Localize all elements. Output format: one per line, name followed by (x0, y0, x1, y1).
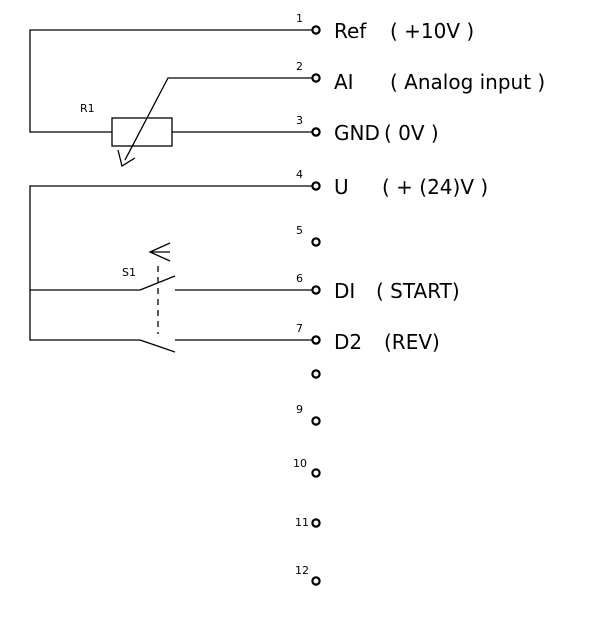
terminal-11: 11 (295, 516, 321, 529)
terminal-1-number: 1 (296, 12, 303, 25)
terminal-11-pin (311, 518, 321, 528)
terminal-5-pin (311, 237, 321, 247)
terminal-3-number: 3 (296, 114, 303, 127)
potentiometer-circuit: R1 (29, 29, 312, 168)
terminal-4-number: 4 (296, 168, 303, 181)
terminal-2-desc: ( Analog input ) (390, 70, 545, 94)
u-supply-wire (29, 185, 312, 341)
terminal-2-label: AI (334, 70, 354, 94)
terminal-2: 2 AI ( Analog input ) (296, 60, 545, 94)
terminal-2-number: 2 (296, 60, 303, 73)
s1-actuator-icon (148, 242, 171, 262)
terminal-3: 3 GND ( 0V ) (296, 114, 439, 145)
terminal-3-desc: ( 0V ) (384, 121, 439, 145)
terminal-4-desc: ( + (24)V ) (382, 175, 488, 199)
analog-wiper-wire (124, 77, 312, 161)
s1-label: S1 (122, 266, 136, 279)
terminal-9-number: 9 (296, 403, 303, 416)
terminal-4-label: U (334, 175, 349, 199)
terminal-8 (311, 369, 321, 379)
ref-wire (29, 29, 312, 133)
terminal-10: 10 (293, 457, 321, 478)
terminal-6-pin (311, 285, 321, 295)
terminal-3-pin (311, 127, 321, 137)
terminal-7-number: 7 (296, 322, 303, 335)
terminal-11-number: 11 (295, 516, 309, 529)
terminal-7-desc: (REV) (384, 330, 440, 354)
terminal-6-number: 6 (296, 272, 303, 285)
terminal-5: 5 (296, 224, 321, 247)
s1-contact-rev (139, 339, 176, 353)
terminal-6-label: DI (334, 279, 355, 303)
terminal-10-number: 10 (293, 457, 307, 470)
wiper-arrow-icon (117, 149, 136, 168)
terminal-6-desc: ( START) (376, 279, 460, 303)
terminal-1-desc: ( +10V ) (390, 19, 474, 43)
terminal-strip: 1 Ref ( +10V ) 2 AI ( Analog input ) 3 G… (293, 12, 545, 586)
terminal-12: 12 (295, 564, 321, 586)
terminal-4: 4 U ( + (24)V ) (296, 168, 488, 199)
terminal-4-pin (311, 181, 321, 191)
terminal-5-number: 5 (296, 224, 303, 237)
terminal-1: 1 Ref ( +10V ) (296, 12, 474, 43)
switch-circuit: S1 (29, 185, 312, 353)
terminal-6: 6 DI ( START) (296, 272, 460, 303)
resistor-r1-body (111, 117, 173, 147)
terminal-12-pin (311, 576, 321, 586)
terminal-2-pin (311, 73, 321, 83)
terminal-12-number: 12 (295, 564, 309, 577)
terminal-7-label: D2 (334, 330, 362, 354)
r1-label: R1 (80, 102, 95, 115)
terminal-7-pin (311, 335, 321, 345)
terminal-7: 7 D2 (REV) (296, 322, 440, 354)
terminal-8-pin (311, 369, 321, 379)
terminal-1-label: Ref (334, 19, 367, 43)
terminal-3-label: GND (334, 121, 380, 145)
terminal-10-pin (311, 468, 321, 478)
terminal-9: 9 (296, 403, 321, 426)
terminal-1-pin (311, 25, 321, 35)
terminal-9-pin (311, 416, 321, 426)
